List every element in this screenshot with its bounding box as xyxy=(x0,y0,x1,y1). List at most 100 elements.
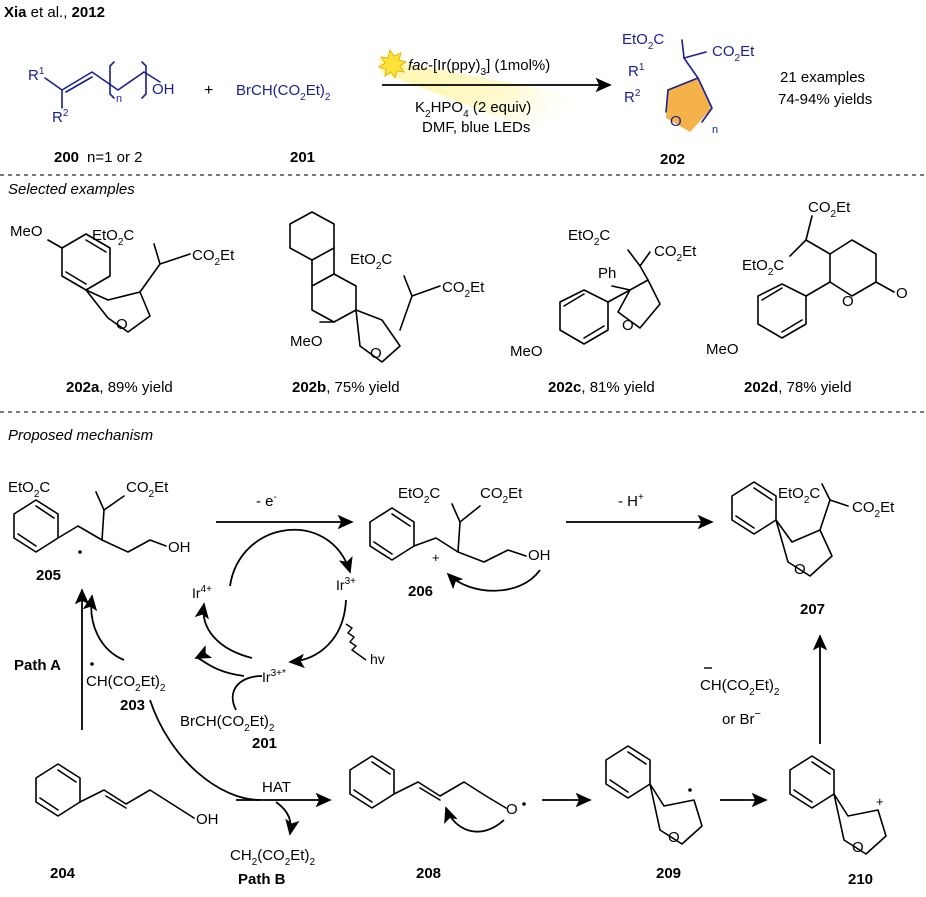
svg-text:EtO2C: EtO2C xyxy=(622,31,664,52)
svg-text:OH: OH xyxy=(196,811,219,828)
svg-text:EtO2C: EtO2C xyxy=(568,227,610,248)
compound-label-201: 201 xyxy=(290,149,315,166)
svg-text:O: O xyxy=(842,293,854,310)
compound-label-201-mech: 201 xyxy=(252,735,277,752)
svg-text:EtO2C: EtO2C xyxy=(778,485,820,506)
reagent-201: BrCH(CO2Et)2 xyxy=(236,82,331,103)
base-text: K2HPO4 (2 equiv) xyxy=(415,99,531,120)
structure-202d: CO2Et EtO2C O O MeO xyxy=(706,199,908,358)
path-b-curve xyxy=(149,699,261,801)
photocatalytic-cycle: Ir4+ Ir3+ Ir3+* hv xyxy=(192,528,385,711)
svg-text:EtO2C: EtO2C xyxy=(742,257,784,278)
product-202: EtO2C CO2Et R1 R2 O n xyxy=(622,31,755,136)
svg-text:+: + xyxy=(432,550,440,565)
label-202d: 202d, 78% yield xyxy=(744,379,852,396)
svg-text:CO2Et: CO2Et xyxy=(126,479,169,500)
svg-text:O: O xyxy=(668,829,680,846)
label-202c: 202c, 81% yield xyxy=(548,379,655,396)
examples-count: 21 examples xyxy=(780,69,865,86)
alkoxy-radical-208: O xyxy=(349,755,526,833)
compound-label-209: 209 xyxy=(656,865,681,882)
radical-209: O xyxy=(605,745,703,846)
solvent-light-text: DMF, blue LEDs xyxy=(422,119,530,136)
radical-203: CH(CO2Et)2 xyxy=(86,673,166,694)
structure-202c: EtO2C CO2Et Ph O MeO xyxy=(510,227,697,360)
plus-sign: + xyxy=(204,82,213,99)
svg-text:EtO2C: EtO2C xyxy=(92,227,134,248)
catalyst-text: fac-[Ir(ppy)3] (1mol%) xyxy=(408,57,550,78)
compound-label-205: 205 xyxy=(36,567,61,584)
svg-text:CO2Et: CO2Et xyxy=(480,485,523,506)
svg-text:R2: R2 xyxy=(624,88,641,106)
svg-text:MeO: MeO xyxy=(706,341,739,358)
label-202a: 202a, 89% yield xyxy=(66,379,173,396)
product-207: EtO2C CO2Et O xyxy=(731,481,895,578)
or-bromide: or Br− xyxy=(722,708,761,728)
svg-text:+: + xyxy=(876,794,884,809)
cation-206: EtO2C CO2Et OH + xyxy=(369,485,551,592)
path-b-label: Path B xyxy=(238,871,286,888)
svg-text:O: O xyxy=(896,285,908,302)
compound-label-210: 210 xyxy=(848,871,873,888)
citation: Xia et al., 2012 xyxy=(4,4,105,21)
svg-text:Ir3+: Ir3+ xyxy=(336,576,356,593)
svg-text:O: O xyxy=(852,839,864,856)
svg-text:MeO: MeO xyxy=(290,333,323,350)
hat-label: HAT xyxy=(262,779,291,796)
svg-text:CO2Et: CO2Et xyxy=(808,199,851,220)
svg-text:Ph: Ph xyxy=(598,265,616,282)
svg-text:R1: R1 xyxy=(628,62,645,80)
anion-reagent: CH(CO2Et)2 xyxy=(700,677,780,698)
svg-text:Ir3+*: Ir3+* xyxy=(262,668,286,685)
mechanism-heading: Proposed mechanism xyxy=(8,427,153,444)
sun-icon xyxy=(377,48,408,80)
svg-text:EtO2C: EtO2C xyxy=(398,485,440,506)
svg-text:O: O xyxy=(670,113,682,130)
svg-text:CO2Et: CO2Et xyxy=(442,279,485,300)
svg-text:CO2Et: CO2Et xyxy=(712,43,755,64)
svg-text:O: O xyxy=(794,561,806,578)
intermediate-205: EtO2C CO2Et OH xyxy=(8,479,191,556)
compound-label-203: 203 xyxy=(120,697,145,714)
cation-210: O + xyxy=(789,755,887,856)
malonate-byproduct: CH2(CO2Et)2 xyxy=(230,847,315,868)
svg-text:R1: R1 xyxy=(28,66,45,84)
svg-text:CO2Et: CO2Et xyxy=(852,499,895,520)
compound-label-206: 206 xyxy=(408,583,433,600)
path-a-label: Path A xyxy=(14,657,61,674)
yields-range: 74-94% yields xyxy=(778,91,872,108)
svg-text:EtO2C: EtO2C xyxy=(8,479,50,500)
svg-text:n: n xyxy=(712,124,718,136)
svg-text:OH: OH xyxy=(168,539,191,556)
compound-label-207: 207 xyxy=(800,601,825,618)
alcohol-200: R1 R2 n OH xyxy=(28,61,175,126)
minus-proton: - H+ xyxy=(618,492,644,510)
structure-202a: MeO O EtO2C CO2Et xyxy=(10,223,235,333)
svg-text:R2: R2 xyxy=(52,108,69,126)
selected-heading: Selected examples xyxy=(8,181,135,198)
compound-label-208: 208 xyxy=(416,865,441,882)
svg-text:OH: OH xyxy=(152,81,175,98)
alkenol-204: OH xyxy=(35,763,219,828)
svg-text:EtO2C: EtO2C xyxy=(350,251,392,272)
compound-label-204: 204 xyxy=(50,865,76,882)
svg-text:O: O xyxy=(506,801,518,818)
label-202b: 202b, 75% yield xyxy=(292,379,400,396)
bromomalonate-201: BrCH(CO2Et)2 xyxy=(180,713,275,734)
svg-text:O: O xyxy=(370,345,382,362)
svg-text:MeO: MeO xyxy=(10,223,43,240)
svg-text:O: O xyxy=(116,316,128,333)
svg-text:O: O xyxy=(622,317,634,334)
svg-text:n: n xyxy=(116,93,122,105)
compound-label-202: 202 xyxy=(660,151,685,168)
svg-text:CO2Et: CO2Et xyxy=(192,247,235,268)
svg-text:MeO: MeO xyxy=(510,343,543,360)
structure-202b: MeO O EtO2C CO2Et xyxy=(289,211,485,363)
svg-text:OH: OH xyxy=(528,547,551,564)
svg-text:Ir4+: Ir4+ xyxy=(192,584,212,601)
svg-text:hv: hv xyxy=(370,651,385,667)
svg-text:CO2Et: CO2Et xyxy=(654,243,697,264)
